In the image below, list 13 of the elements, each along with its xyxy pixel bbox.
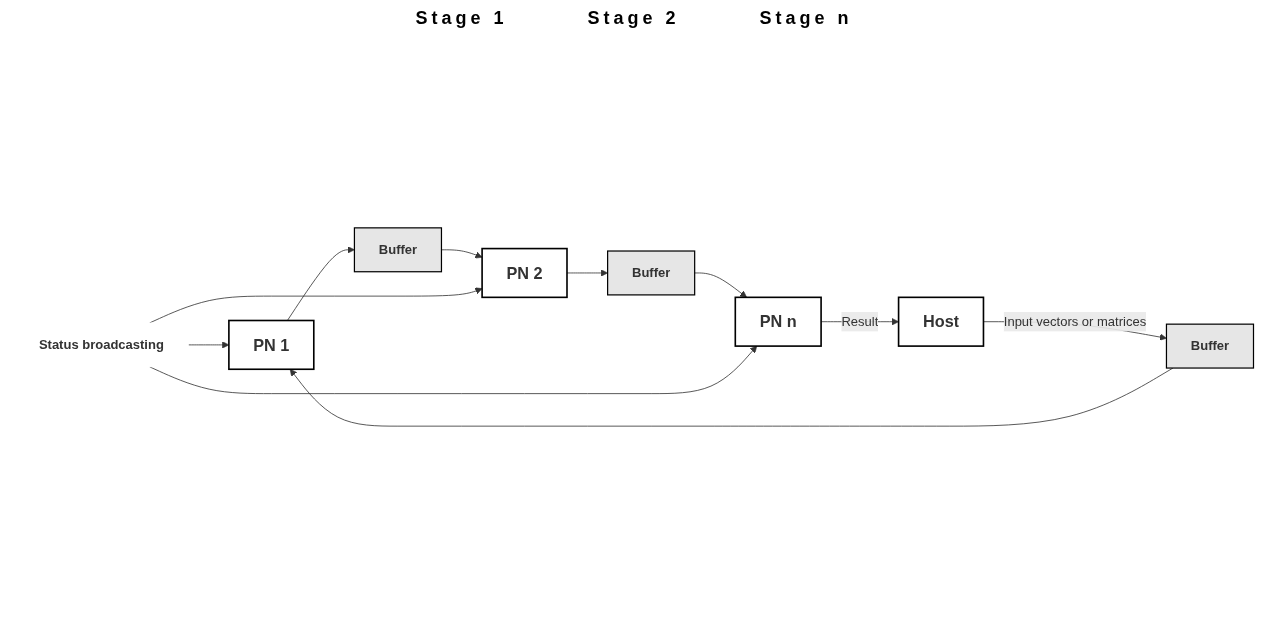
node-box: Buffer xyxy=(607,250,696,296)
node-text: Status broadcasting xyxy=(38,337,164,352)
node-box: Host xyxy=(897,296,985,347)
stage-label: Stage 1 xyxy=(415,8,508,29)
stage-label: Stage n xyxy=(759,8,853,29)
node-box: PN n xyxy=(734,296,822,347)
node-box: Buffer xyxy=(353,227,443,273)
node-box: PN 1 xyxy=(228,319,315,371)
node-box: Buffer xyxy=(1165,323,1255,369)
node-box: PN 2 xyxy=(481,247,568,299)
stage-label: Stage 2 xyxy=(587,8,680,29)
edge-label: Result xyxy=(841,314,879,329)
edge-label: Input vectors or matrices xyxy=(1003,314,1147,329)
